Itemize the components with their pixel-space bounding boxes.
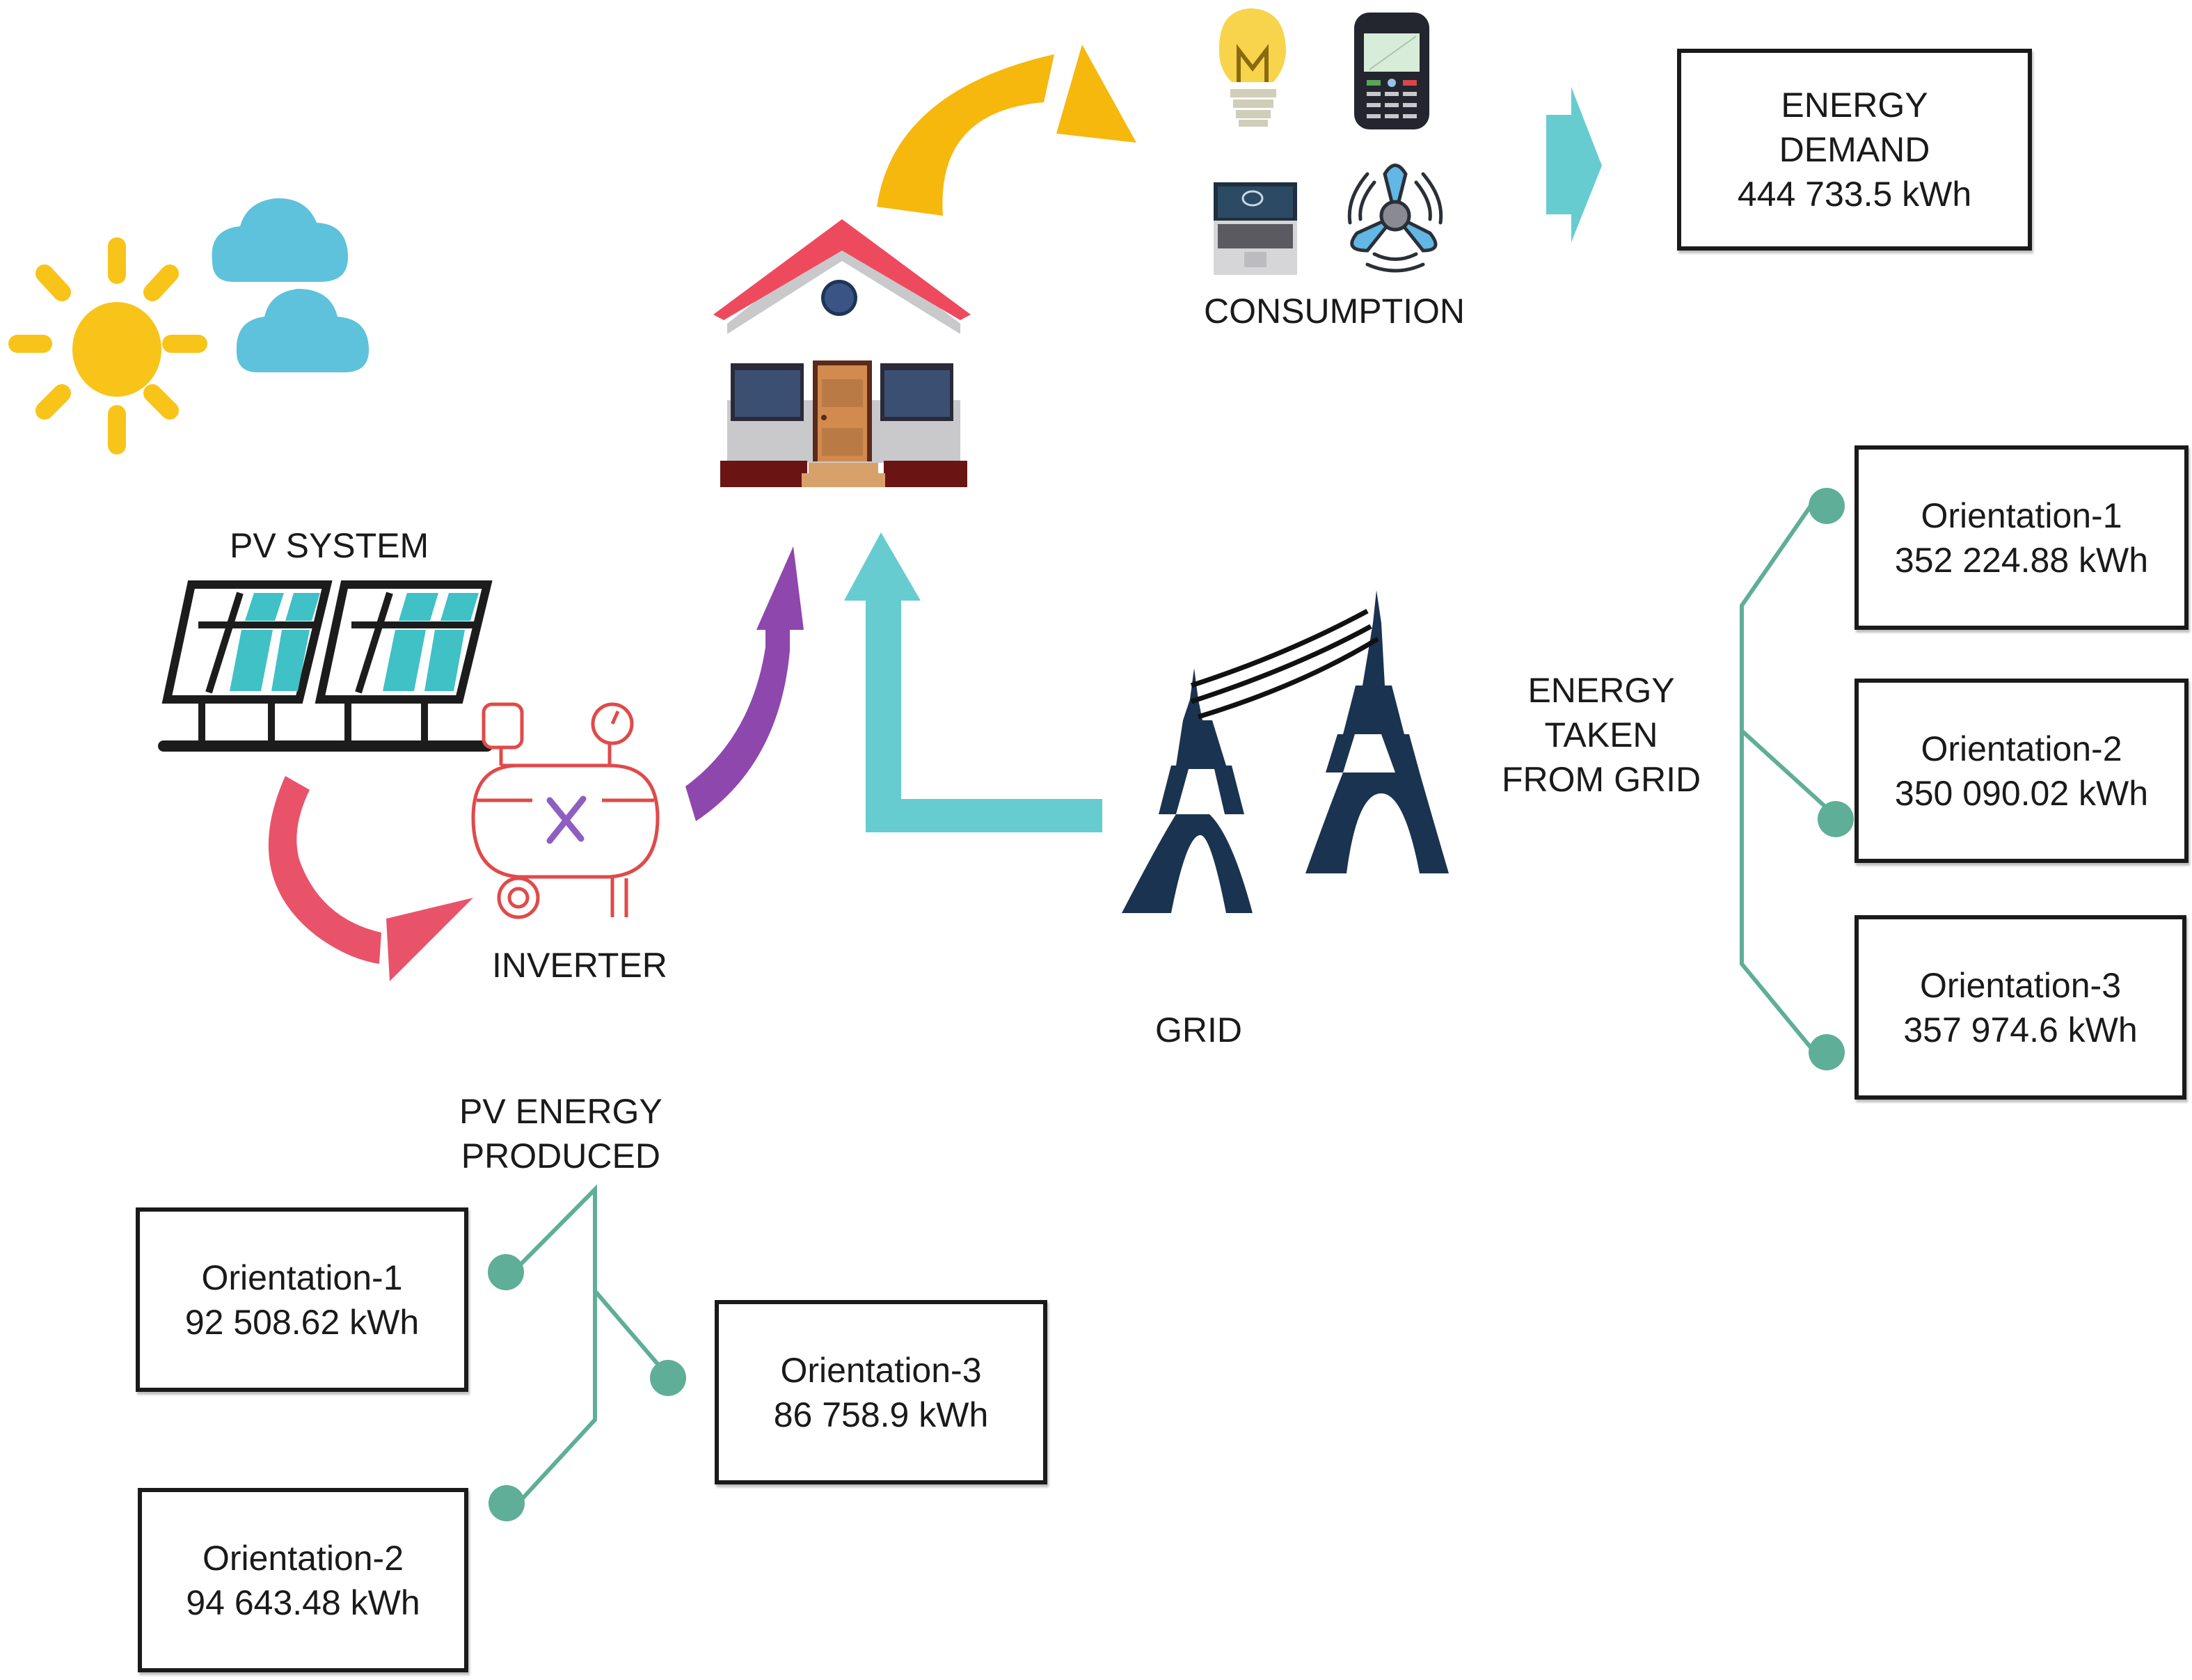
- grid-label: GRID: [1155, 1011, 1242, 1049]
- pv-orientation-2-value: 94 643.48 kWh: [186, 1583, 420, 1622]
- mobile-phone-icon: [1354, 13, 1429, 129]
- red-arrow-icon: [268, 776, 473, 981]
- pv-orientation-3-box: Orientation-3 86 758.9 kWh: [715, 1300, 1047, 1484]
- grid-connector-nodes: [1809, 488, 1854, 1070]
- grid-orientation-2-box: Orientation-2 350 090.02 kWh: [1855, 679, 2189, 863]
- grid-tower-icon: [1122, 590, 1449, 913]
- purple-arrow-icon: [685, 546, 804, 821]
- grid-orientation-2-value: 350 090.02 kWh: [1894, 773, 2149, 813]
- house-icon: [713, 219, 971, 487]
- inverter-icon: [471, 702, 660, 919]
- fan-icon: [1347, 164, 1443, 273]
- cloud-icon: [212, 198, 369, 372]
- pv-energy-produced-label: PV ENERGY PRODUCED: [459, 1092, 662, 1175]
- laptop-icon: [1214, 182, 1297, 275]
- grid-orientation-3-value: 357 974.6 kWh: [1903, 1010, 2138, 1049]
- consumption-label: CONSUMPTION: [1204, 292, 1465, 331]
- pv-orientation-1-box: Orientation-1 92 508.62 kWh: [136, 1207, 468, 1392]
- inverter-label: INVERTER: [492, 946, 667, 985]
- grid-orientation-1-box: Orientation-1 352 224.88 kWh: [1855, 445, 2189, 630]
- sun-icon: [8, 237, 207, 454]
- pv-connector-nodes: [488, 1254, 686, 1521]
- pv-system-label: PV SYSTEM: [230, 526, 429, 565]
- light-bulb-icon: [1218, 8, 1286, 127]
- grid-orientation-1-value: 352 224.88 kWh: [1894, 540, 2149, 580]
- teal-arrow-up-icon: [844, 532, 1102, 832]
- pv-orientation-1-value: 92 508.62 kWh: [184, 1302, 420, 1342]
- pv-orientation-2-box: Orientation-2 94 643.48 kWh: [138, 1488, 468, 1672]
- grid-connector: [1740, 505, 1836, 1049]
- pv-orientation-3-value: 86 758.9 kWh: [773, 1395, 989, 1434]
- power-lines: [1190, 608, 1379, 720]
- solar-panel-icon: [158, 580, 493, 752]
- yellow-arrow-icon: [877, 45, 1136, 216]
- teal-arrow-right-icon: [1546, 87, 1602, 242]
- energy-demand-value: 444 733.5 kWh: [1737, 175, 1972, 214]
- tools-icon: [546, 795, 587, 844]
- grid-orientation-3-box: Orientation-3 357 974.6 kWh: [1855, 915, 2186, 1100]
- energy-taken-from-grid-label: ENERGY TAKEN FROM GRID: [1502, 671, 1701, 799]
- pv-connector: [513, 1184, 669, 1509]
- energy-demand-box: ENERGY DEMAND 444 733.5 kWh: [1677, 49, 2032, 251]
